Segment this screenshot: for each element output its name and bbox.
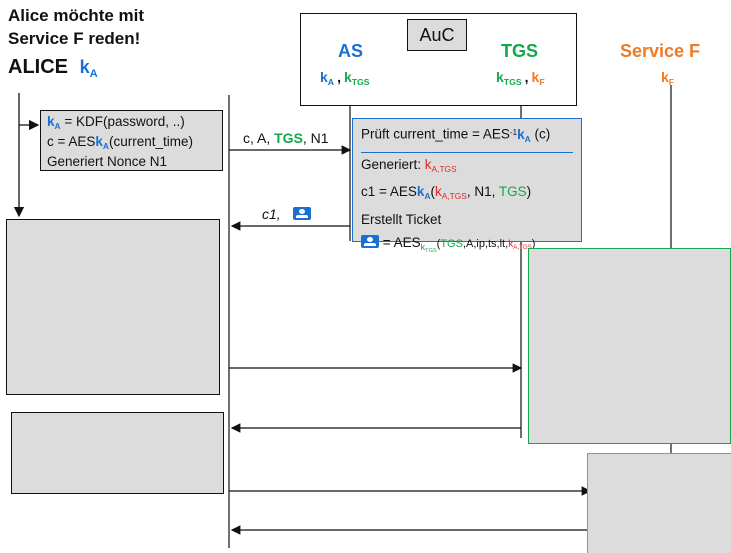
tgs-label: TGS	[501, 41, 539, 61]
alice-name: ALICE	[8, 56, 68, 78]
tgs-hidden-box	[528, 248, 731, 444]
message-1-label: c, A, TGS, N1	[243, 130, 329, 146]
as-label: AS	[338, 41, 364, 61]
title-line-2: Service F reden!	[8, 29, 141, 48]
as-computation-box: Prüft current_time = AES-1kA (c) Generie…	[352, 118, 582, 254]
service-f-hidden-box	[587, 453, 731, 553]
message-2-label: c1,	[262, 206, 311, 222]
as-box-line-3: c1 = AESkA(kA,TGS, N1, TGS)	[361, 184, 532, 202]
tgs-keys: kTGS,kF	[496, 69, 545, 88]
as-box-line-2: Generiert: kA,TGS	[361, 156, 457, 174]
alice-hidden-box-2	[11, 412, 224, 494]
service-f-label: Service F	[620, 41, 701, 61]
ticket-icon	[361, 235, 379, 249]
as-box-line-1: Prüft current_time = AES-1kA (c)	[361, 121, 573, 153]
alice-box-line-1: kA = KDF(password, ..)	[47, 114, 185, 131]
service-f-key: kF	[661, 69, 675, 88]
auc-title-box: AuC	[407, 19, 467, 51]
alice-box-line-2: c = AESkA(current_time)	[47, 133, 193, 151]
alice-hidden-box-1	[6, 219, 220, 395]
title-line-1: Alice möchte mit	[8, 6, 145, 25]
as-keys: kA,kTGS	[320, 69, 370, 88]
alice-box-line-3: Generiert Nonce N1	[47, 153, 168, 169]
as-box-line-5: = AESkTGS(TGS,A,ip,ts,lt,kA,TGS)	[361, 231, 573, 263]
as-box-line-4: Erstellt Ticket	[361, 212, 442, 228]
ticket-icon	[292, 207, 311, 220]
alice-label: ALICE kA	[8, 56, 98, 80]
alice-computation-box: kA = KDF(password, ..) c = AESkA(current…	[40, 110, 223, 171]
alice-key: kA	[79, 57, 98, 80]
